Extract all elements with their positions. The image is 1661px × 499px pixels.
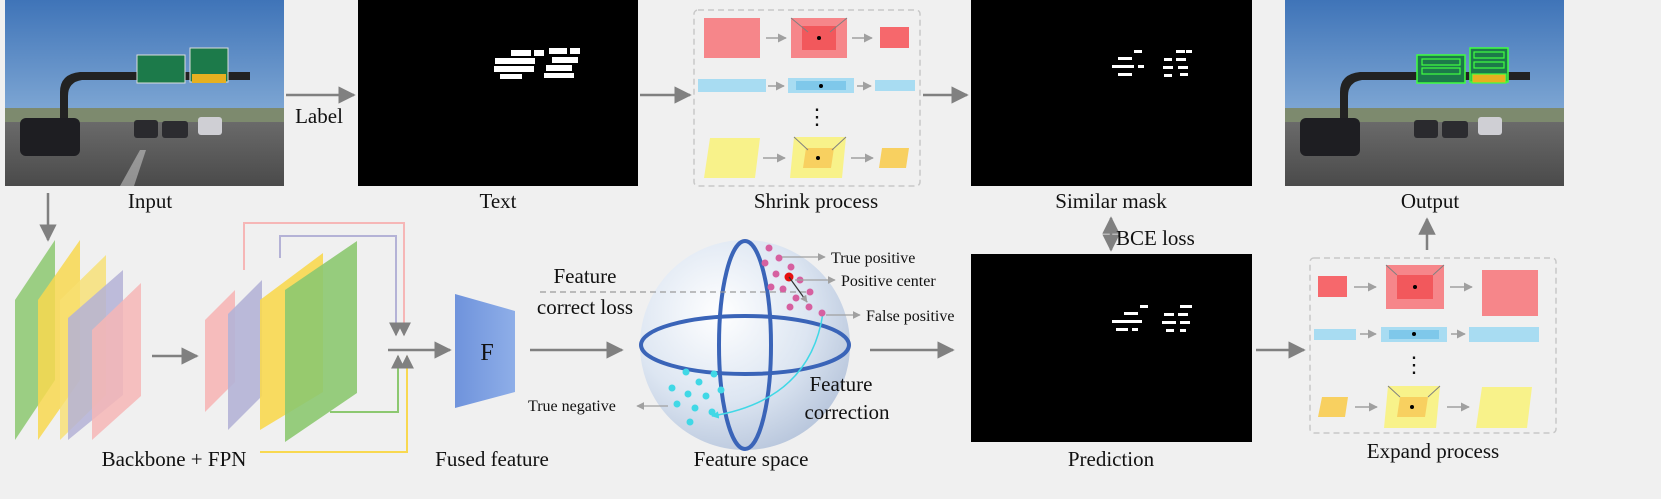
fpn-connections (243, 222, 414, 453)
bce-loss-label: BCE loss (1116, 226, 1195, 250)
feature-space-label: Feature space (694, 447, 809, 471)
fused-feature-label: Fused feature (435, 447, 549, 471)
output-label: Output (1401, 189, 1460, 213)
text-label: Text (479, 189, 516, 213)
positive-dots (761, 244, 826, 317)
true-positive-label: True positive (831, 250, 915, 267)
shrink-process-panel: ⋮ (693, 9, 921, 187)
feature-space-pointers (636, 253, 861, 410)
expand-process-panel: ⋮ (1309, 257, 1557, 434)
output-photo (1285, 0, 1564, 186)
f-block: F (455, 294, 515, 408)
prediction-image (971, 254, 1252, 442)
label-arrow-text: Label (295, 104, 343, 128)
negative-dots (668, 368, 725, 426)
shrink-process-label: Shrink process (754, 189, 878, 213)
backbone-fpn-label: Backbone + FPN (102, 447, 247, 471)
true-negative-label: True negative (528, 398, 616, 415)
positive-center-label: Positive center (841, 273, 936, 290)
input-photo (5, 0, 284, 186)
feature-space-sphere (540, 239, 851, 451)
backbone-layers (15, 240, 141, 440)
feature-correction-line1: Feature (810, 372, 873, 396)
shrink-ellipsis: ⋮ (806, 104, 828, 129)
similar-mask-image (971, 0, 1252, 186)
feature-correct-loss-line1: Feature (554, 264, 617, 288)
text-mask-image (358, 0, 638, 186)
expand-ellipsis: ⋮ (1403, 352, 1425, 377)
similar-mask-label: Similar mask (1055, 189, 1167, 213)
main-arrows (39, 86, 1436, 365)
expand-process-label: Expand process (1367, 439, 1499, 463)
feature-correction-line2: correction (804, 400, 890, 424)
f-block-label: F (480, 340, 493, 366)
false-positive-label: False positive (866, 308, 954, 325)
input-label: Input (128, 189, 172, 213)
positive-center-arrow (788, 276, 808, 303)
fpn-layers (205, 241, 357, 442)
feature-correct-loss-line2: correct loss (537, 295, 633, 319)
prediction-label: Prediction (1068, 447, 1155, 471)
